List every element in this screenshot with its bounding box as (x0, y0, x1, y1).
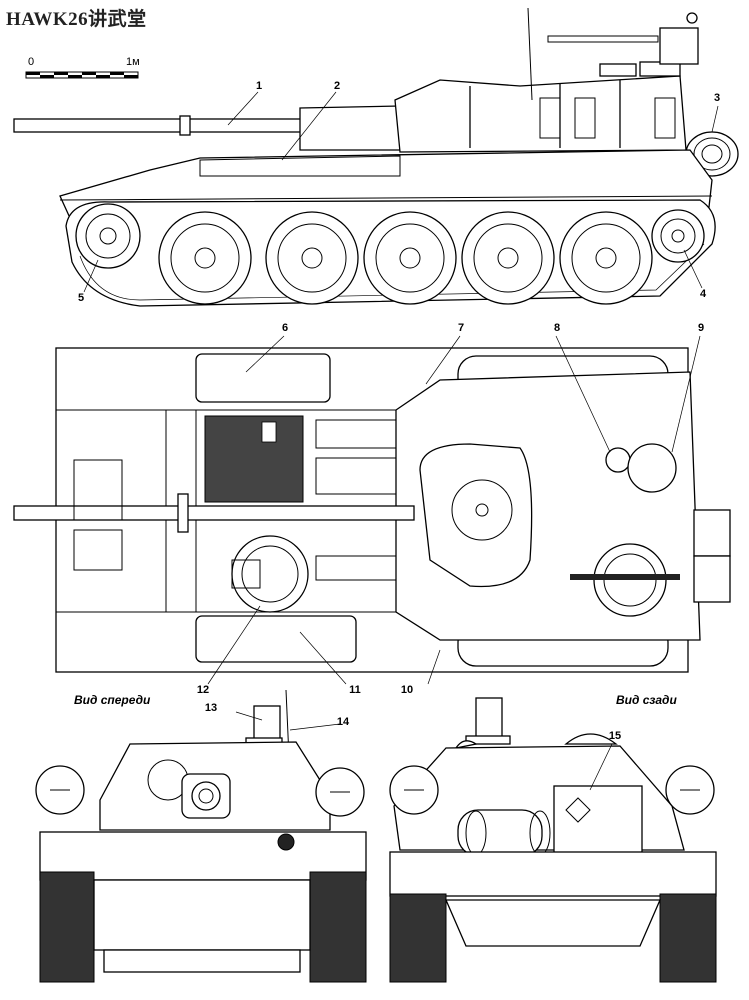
rear-view-title: Вид сзади (616, 693, 677, 707)
idler-wheel (75, 203, 141, 269)
hatch-icon (231, 535, 309, 613)
callout-12: 12 (196, 684, 210, 696)
callout-6: 6 (281, 322, 289, 334)
callout-10: 10 (400, 684, 414, 696)
road-wheel-icon (158, 211, 653, 305)
callout-7: 7 (457, 322, 465, 334)
callout-4: 4 (699, 288, 707, 300)
rear-view (389, 697, 717, 983)
front-view (35, 689, 367, 983)
watermark: HAWK26讲武堂 (6, 9, 147, 30)
callout-9: 9 (697, 322, 705, 334)
top-view (13, 335, 731, 685)
callout-13: 13 (204, 702, 218, 714)
callout-3: 3 (713, 92, 721, 104)
drive-sprocket (651, 209, 705, 263)
callout-8: 8 (553, 322, 561, 334)
front-view-title: Вид спереди (74, 693, 151, 707)
side-view (13, 7, 739, 307)
callout-11: 11 (349, 684, 361, 696)
callout-15: 15 (608, 730, 622, 742)
callout-2: 2 (333, 80, 341, 92)
scale-start-label: 0 (28, 56, 35, 68)
callout-14: 14 (336, 716, 350, 728)
scale-bar (25, 71, 139, 79)
callout-5: 5 (77, 292, 85, 304)
callout-1: 1 (255, 80, 263, 92)
scale-end-label: 1м (126, 56, 140, 68)
